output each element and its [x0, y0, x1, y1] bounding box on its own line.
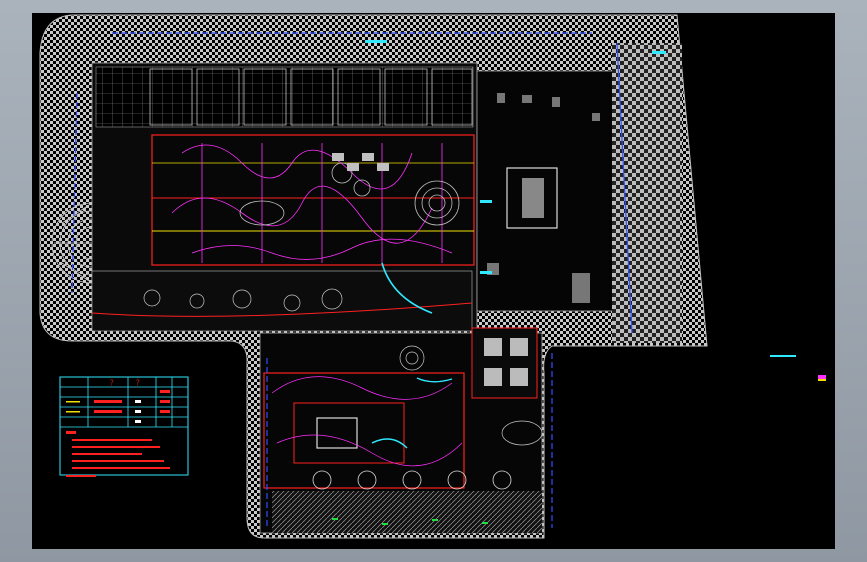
bottom-paving [272, 470, 542, 533]
legend-header-mark-2: ？ [136, 379, 143, 387]
right-building [476, 70, 628, 312]
cyan-markers [365, 40, 796, 357]
garden-strip [91, 262, 473, 332]
amphitheatre [51, 202, 93, 284]
landscape-upper [151, 134, 475, 266]
legend-table: ？ ？ [59, 376, 189, 477]
drawing-viewport[interactable]: ？ ？ [32, 13, 835, 549]
site-plan-drawing: ？ ？ [39, 14, 826, 539]
east-paving [612, 42, 682, 343]
utility-lines [71, 32, 592, 528]
legend-header-mark-1: ？ [110, 379, 117, 387]
origin-marker [818, 375, 826, 381]
building-row [149, 68, 473, 126]
